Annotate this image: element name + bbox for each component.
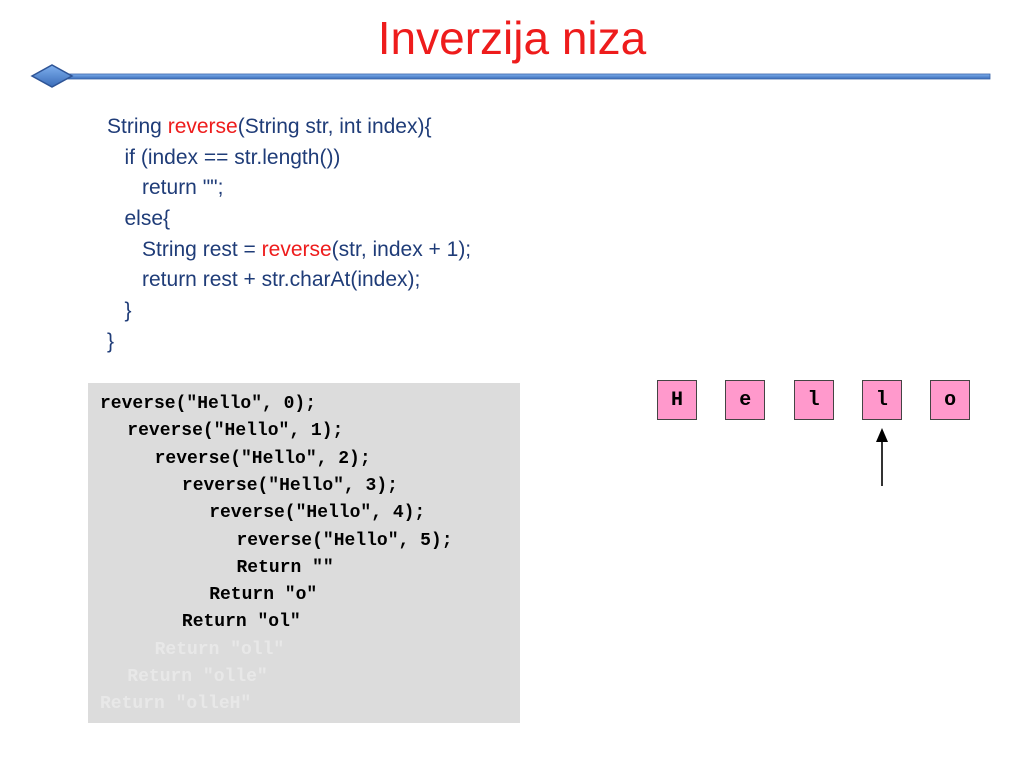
trace-line: Return "ol" [181, 612, 301, 633]
code-line: else{ [107, 204, 471, 235]
code-text: return ""; [107, 176, 224, 200]
code-text: (str, index + 1); [331, 237, 472, 261]
trace-line: reverse("Hello", 5); [236, 530, 453, 551]
divider-bar [49, 73, 991, 80]
code-line: String reverse(String str, int index){ [107, 112, 471, 143]
trace-line: Return "" [236, 557, 334, 578]
code-text: else{ [107, 207, 171, 231]
array-cell: l [861, 380, 902, 420]
slide-title: Inverzija niza [377, 12, 647, 64]
code-text: } [107, 299, 132, 323]
code-keyword: reverse [261, 237, 332, 261]
code-text: String [107, 115, 168, 138]
code-block: String reverse(String str, int index){ i… [107, 112, 471, 358]
code-line: return rest + str.charAt(index); [107, 265, 471, 296]
trace-line: reverse("Hello", 2); [154, 448, 371, 469]
code-text: String rest = [107, 237, 262, 261]
trace-line: reverse("Hello", 0); [100, 394, 317, 414]
code-line: } [107, 327, 471, 358]
code-line: } [107, 296, 471, 327]
pointer-arrowhead [875, 428, 888, 442]
array-cell: l [793, 380, 834, 420]
array-cell: o [930, 380, 971, 420]
divider-diamond [30, 64, 74, 88]
code-line: if (index == str.length()) [107, 143, 471, 174]
trace-line: Return "olleH" [100, 694, 252, 715]
array-cell: H [657, 380, 697, 420]
code-text: (String str, int index){ [237, 115, 432, 138]
code-keyword: reverse [167, 115, 238, 138]
code-text: } [107, 329, 115, 353]
trace-line: reverse("Hello", 3); [181, 475, 398, 496]
code-text: if (index == str.length()) [107, 145, 341, 169]
array-cell: e [725, 380, 766, 420]
trace-line: reverse("Hello", 1); [127, 421, 344, 442]
code-line: String rest = reverse(str, index + 1); [107, 235, 471, 266]
index-pointer-arrow [875, 428, 888, 486]
title-divider [30, 64, 991, 88]
trace-line: Return "o" [209, 585, 318, 606]
code-line: return ""; [107, 173, 471, 204]
trace-line: Return "olle" [127, 667, 268, 687]
call-trace-box: reverse("Hello", 0); reverse("Hello", 1);… [88, 383, 520, 723]
trace-line: Return "oll" [154, 639, 285, 660]
code-text: return rest + str.charAt(index); [107, 268, 421, 292]
trace-line: reverse("Hello", 4); [209, 503, 426, 524]
